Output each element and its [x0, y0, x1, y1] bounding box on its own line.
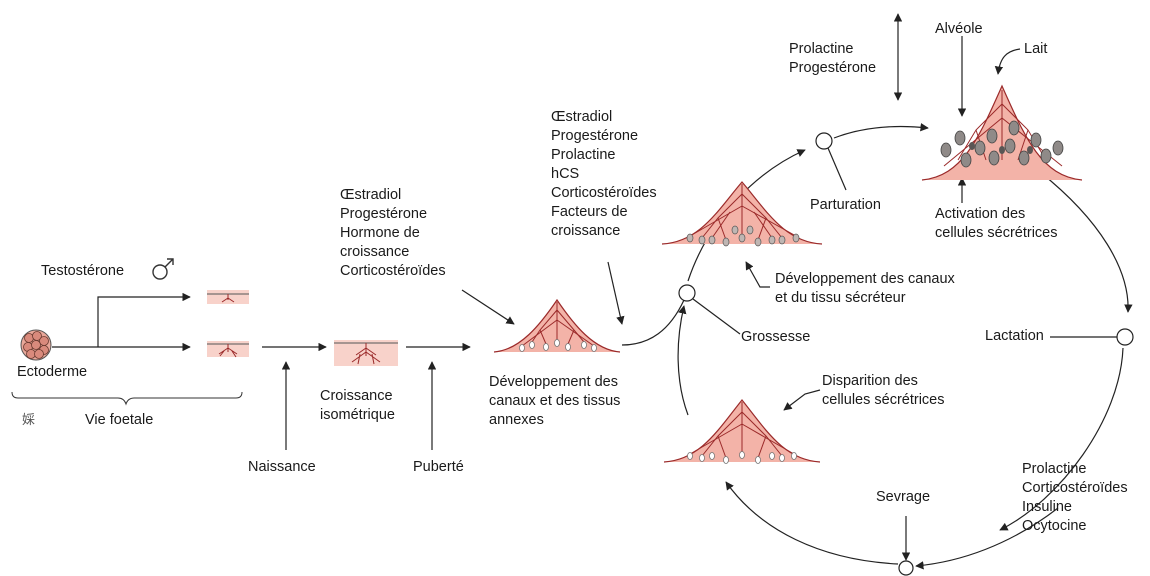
pregnancy-mound-icon [662, 182, 822, 246]
label-hormones-lactation: Prolactine Corticostéroïdes Insuline Ocy… [1022, 460, 1128, 536]
vie-foetale-brace [12, 392, 242, 404]
label-parturation: Parturation [810, 196, 881, 215]
label-developpement-canaux-secreteur: Développement des canaux et du tissu séc… [775, 270, 955, 308]
label-vie-foetale: Vie foetale [85, 411, 153, 430]
node-sevrage [899, 561, 913, 575]
involution-mound-icon [664, 400, 820, 464]
label-disparition: Disparition des cellules sécrétrices [822, 372, 945, 410]
label-lait: Lait [1024, 40, 1047, 59]
label-sevrage: Sevrage [876, 488, 930, 507]
hormones-grossesse-arrow [608, 262, 622, 324]
label-testosterone: Testostérone [41, 262, 124, 281]
label-naissance: Naissance [248, 458, 316, 477]
label-developpement-canaux-tissus: Développement des canaux et des tissus a… [489, 373, 620, 430]
puberty-mound-icon [494, 300, 620, 352]
label-prolactine-progesterone: Prolactine Progestérone [789, 40, 876, 78]
stamp-glyph-icon: 婇 [22, 410, 35, 429]
label-croissance-isometrique: Croissance isométrique [320, 387, 395, 425]
fetal-tissue-upper-icon [207, 290, 249, 304]
hormones-puberte-arrow [462, 290, 514, 324]
label-hormones-grossesse: Œstradiol Progestérone Prolactine hCS Co… [551, 108, 657, 241]
label-ectoderme: Ectoderme [17, 363, 87, 382]
label-alveole: Alvéole [935, 20, 983, 39]
label-puberte: Puberté [413, 458, 464, 477]
isometric-tissue-icon [334, 340, 398, 366]
puberty-to-cycle-line [622, 300, 684, 345]
ectoderm-cell-cluster-icon [21, 330, 51, 360]
label-lactation: Lactation [985, 327, 1044, 346]
label-hormones-puberte: Œstradiol Progestérone Hormone de croiss… [340, 186, 446, 281]
node-lactation [1117, 329, 1133, 345]
fetal-arrows [52, 297, 190, 347]
male-symbol-icon [153, 259, 173, 279]
fetal-tissue-lower-icon [207, 341, 249, 357]
lactation-mound-icon [922, 86, 1082, 180]
label-activation: Activation des cellules sécrétrices [935, 205, 1058, 243]
label-grossesse: Grossesse [741, 328, 810, 347]
node-parturation [816, 133, 832, 149]
node-grossesse [679, 285, 695, 301]
